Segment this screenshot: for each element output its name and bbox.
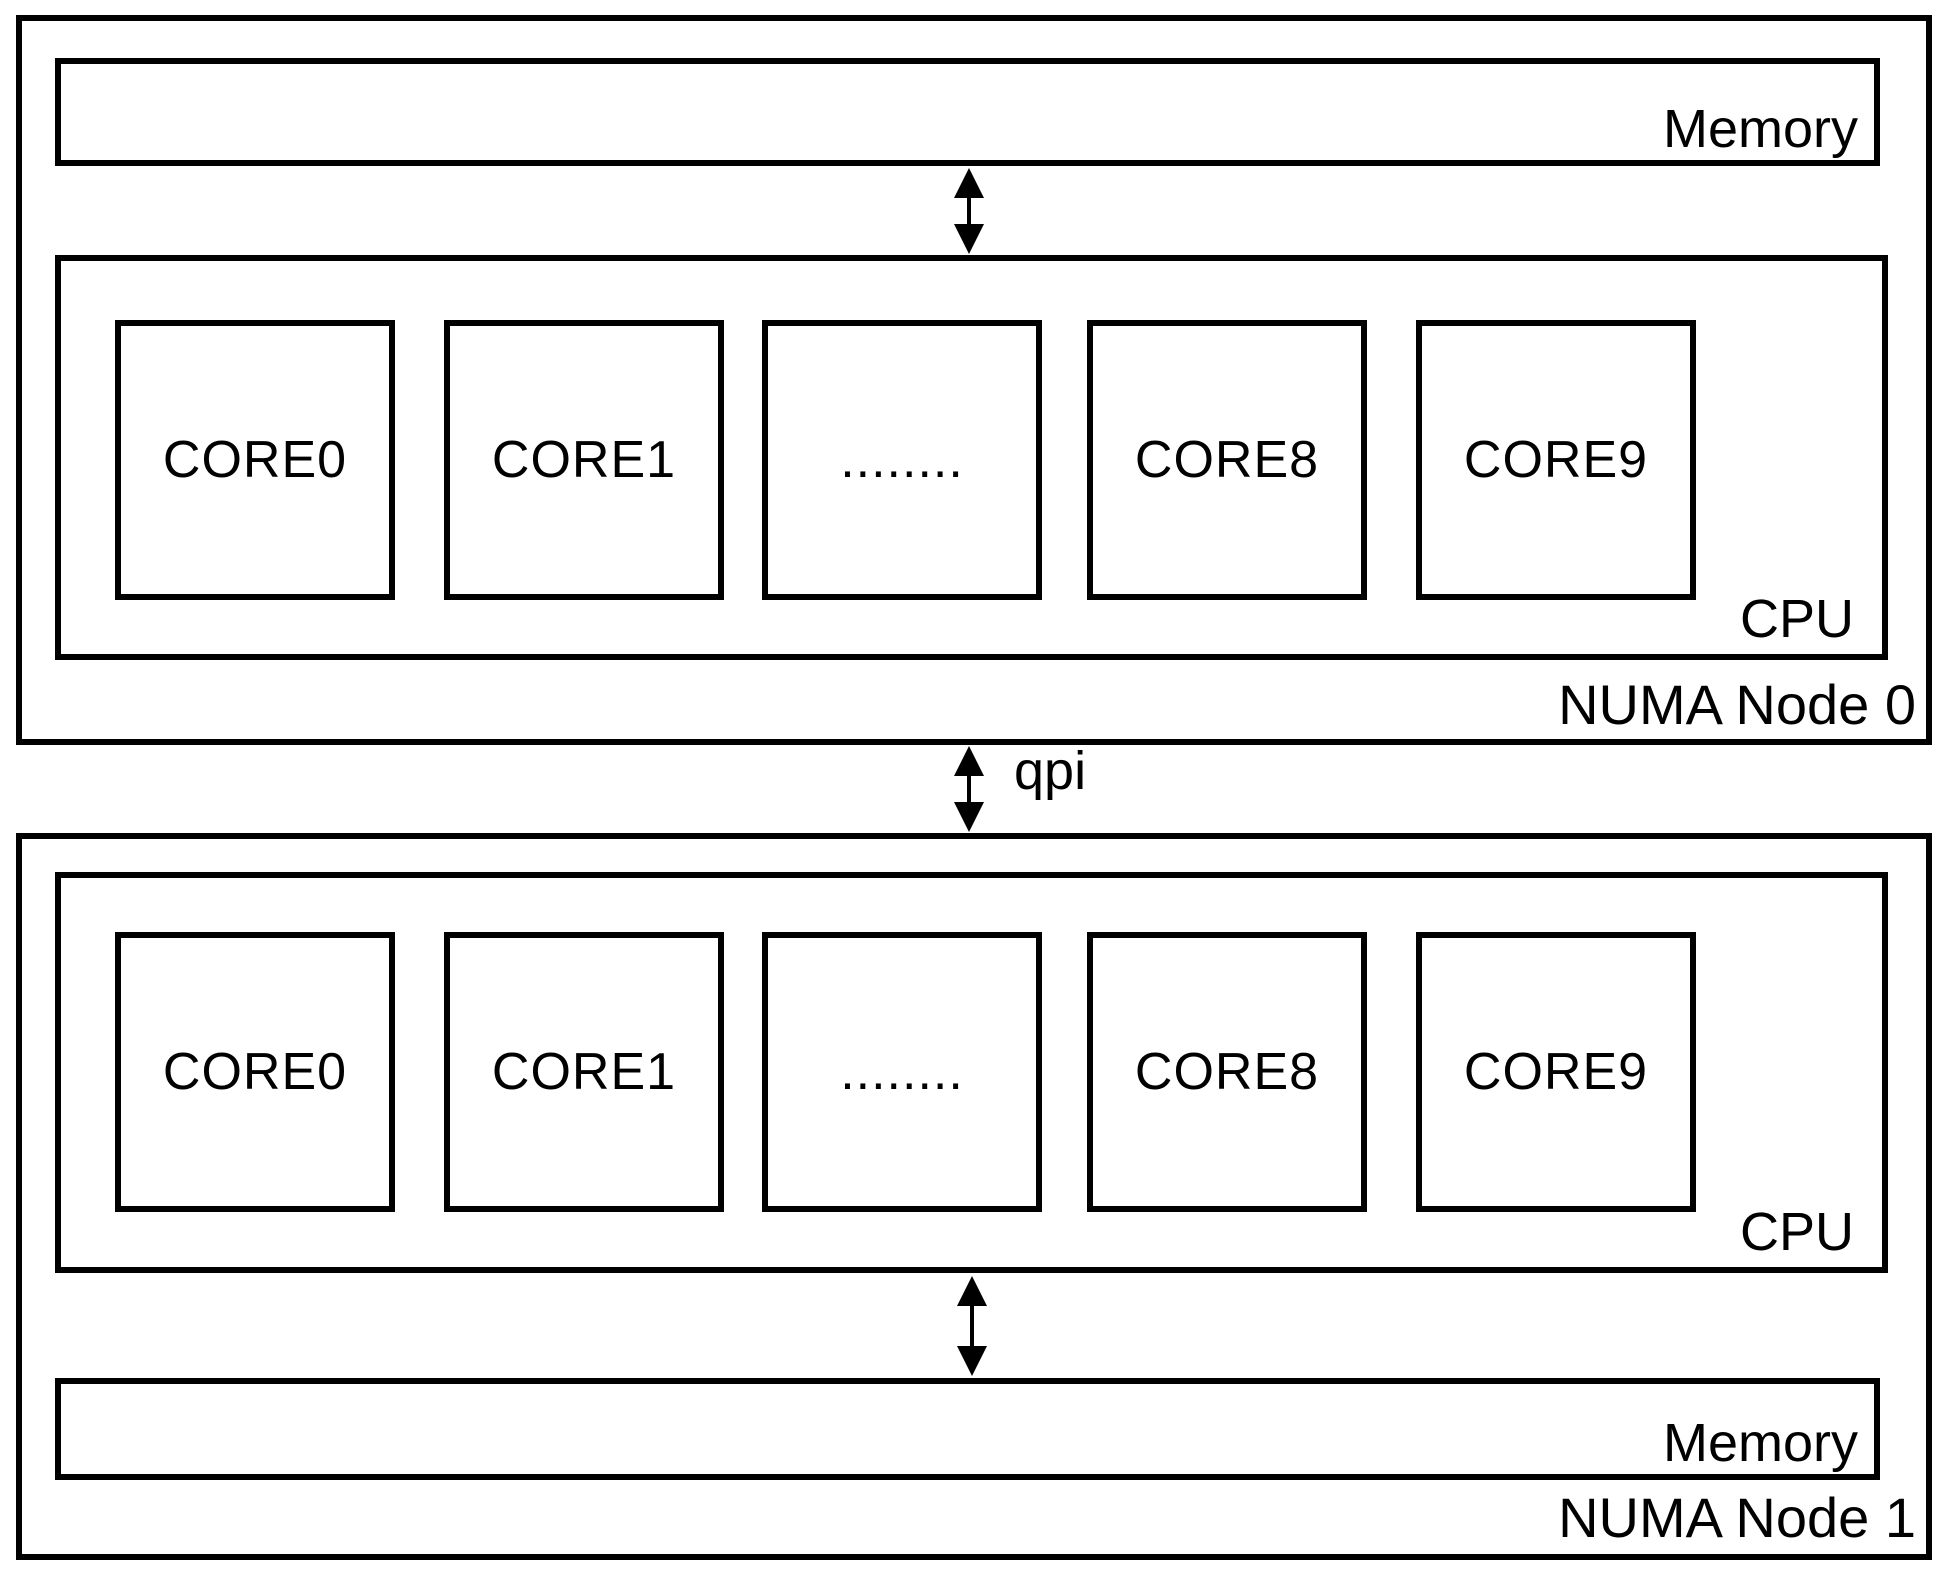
core-label: CORE9 xyxy=(1463,431,1649,489)
numa-node-0-label: NUMA Node 0 xyxy=(1558,673,1916,736)
cpu-memory-bidirectional-arrow-icon xyxy=(957,1276,987,1376)
core-box: CORE9 xyxy=(1416,320,1696,600)
memory-box-node0: Memory xyxy=(55,58,1880,166)
cpu-box-node1: CORE0 CORE1 ........ CORE8 CORE9 CPU xyxy=(55,872,1888,1273)
memory-label: Memory xyxy=(1662,1413,1858,1474)
numa-node-1-box: CORE0 CORE1 ........ CORE8 CORE9 CPU Mem… xyxy=(16,833,1932,1560)
core-box: CORE1 xyxy=(444,932,724,1212)
memory-box-node1: Memory xyxy=(55,1378,1880,1480)
core-box: CORE8 xyxy=(1087,932,1367,1212)
numa-node-1-label: NUMA Node 1 xyxy=(1558,1486,1916,1549)
core-box-ellipsis: ........ xyxy=(762,932,1042,1212)
core-ellipsis-label: ........ xyxy=(840,431,964,489)
core-box: CORE0 xyxy=(115,320,395,600)
core-label: CORE0 xyxy=(162,1043,348,1101)
core-label: CORE1 xyxy=(491,431,677,489)
cpu-box-node0: CORE0 CORE1 ........ CORE8 CORE9 CPU xyxy=(55,255,1888,660)
core-box-ellipsis: ........ xyxy=(762,320,1042,600)
core-box: CORE0 xyxy=(115,932,395,1212)
qpi-label: qpi xyxy=(1014,741,1087,801)
qpi-link-bidirectional-arrow-icon xyxy=(954,746,984,832)
core-label: CORE8 xyxy=(1134,1043,1320,1101)
cpu-label: CPU xyxy=(1739,589,1854,649)
core-box: CORE8 xyxy=(1087,320,1367,600)
numa-node-0-box: Memory CORE0 CORE1 ........ CORE8 CORE9 … xyxy=(16,15,1932,745)
cpu-label: CPU xyxy=(1739,1202,1854,1262)
core-box: CORE9 xyxy=(1416,932,1696,1212)
core-label: CORE0 xyxy=(162,431,348,489)
core-ellipsis-label: ........ xyxy=(840,1043,964,1101)
memory-label: Memory xyxy=(1662,99,1858,160)
core-box: CORE1 xyxy=(444,320,724,600)
core-label: CORE8 xyxy=(1134,431,1320,489)
memory-cpu-bidirectional-arrow-icon xyxy=(954,168,984,254)
core-label: CORE1 xyxy=(491,1043,677,1101)
core-label: CORE9 xyxy=(1463,1043,1649,1101)
